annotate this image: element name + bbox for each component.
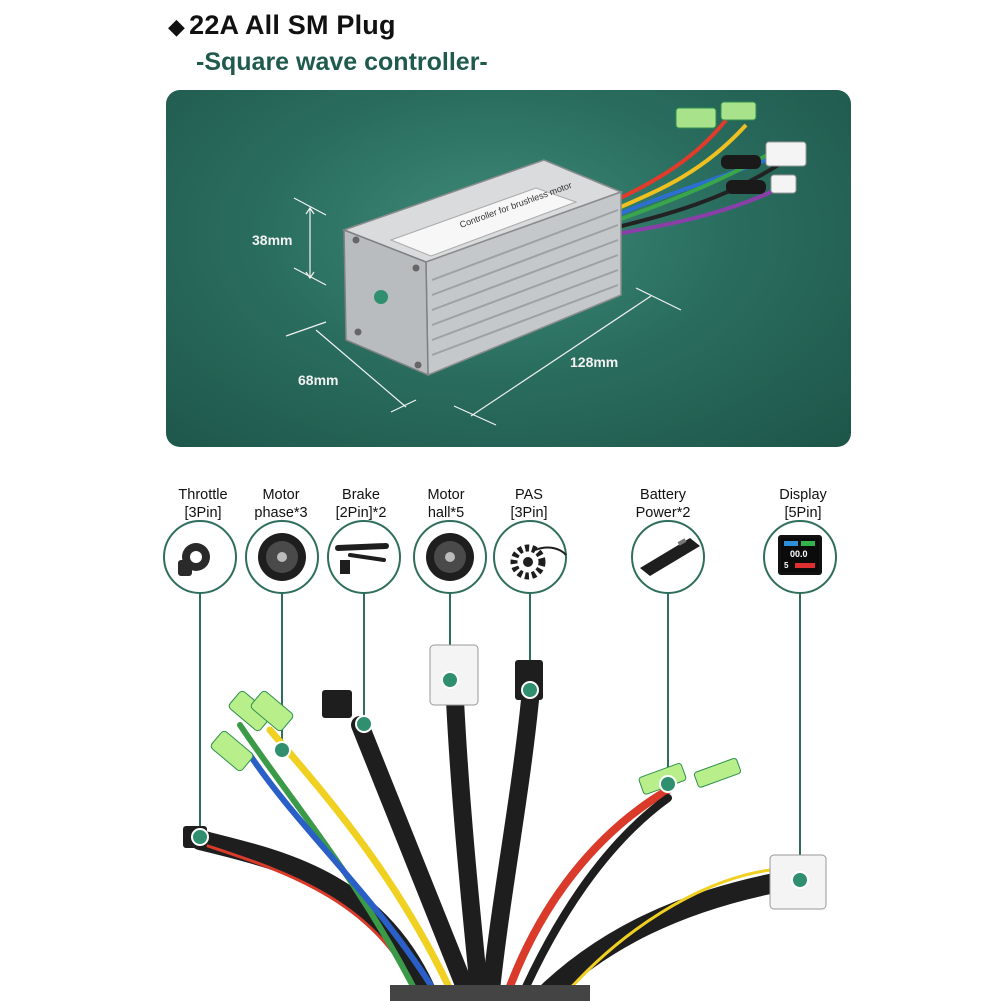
tag-dot-throttle: [191, 828, 209, 846]
motor-phase-connectors: [210, 690, 294, 772]
connector-label-display: Display[5Pin]: [779, 487, 827, 521]
tag-dot-display: [791, 871, 809, 889]
controller-body-edge: [390, 985, 590, 1001]
controller-illustration: Controller for brushless motor: [285, 101, 807, 426]
brake-plug-icon: [322, 690, 352, 718]
tag-dot-pas: [521, 681, 539, 699]
height-dimension: 38mm: [252, 232, 293, 248]
length-dimension: 128mm: [570, 354, 619, 370]
spade-connector-icon: [675, 107, 717, 129]
hub-motor-hall-icon: [426, 533, 474, 581]
page-title: ◆22A All SM Plug: [168, 10, 396, 41]
brake-lever-icon: [335, 543, 389, 574]
throttle-icon: [178, 543, 210, 576]
tag-dot-motor-phase: [273, 741, 291, 759]
display-level-readout: 5: [784, 561, 789, 570]
connector-label-throttle: Throttle[3Pin]: [178, 487, 228, 521]
display-screen-icon: 00.0 5: [778, 535, 822, 575]
display-plug-icon: [765, 141, 807, 167]
page-subtitle: -Square wave controller-: [196, 48, 488, 76]
display-speed-readout: 00.0: [790, 549, 808, 559]
hub-motor-icon: [258, 533, 306, 581]
wiring-harness-illustration: 00.0 5: [163, 520, 837, 1001]
tag-dot-brake: [355, 715, 373, 733]
tag-dot-battery: [659, 775, 677, 793]
connector-label-brake: Brake[2Pin]*2: [335, 487, 387, 521]
width-dimension: 68mm: [298, 372, 339, 388]
pas-sensor-icon: [510, 544, 567, 580]
title-text: 22A All SM Plug: [189, 10, 396, 40]
controller-photo-panel: Controller for brushless motor 38mm 68mm…: [166, 90, 851, 447]
battery-icon: [640, 538, 700, 576]
diamond-icon: ◆: [168, 14, 186, 39]
tag-dot-motor-hall: [441, 671, 459, 689]
pas-circle: [493, 520, 567, 594]
connector-label-pas: PAS[3Pin]: [510, 487, 548, 521]
